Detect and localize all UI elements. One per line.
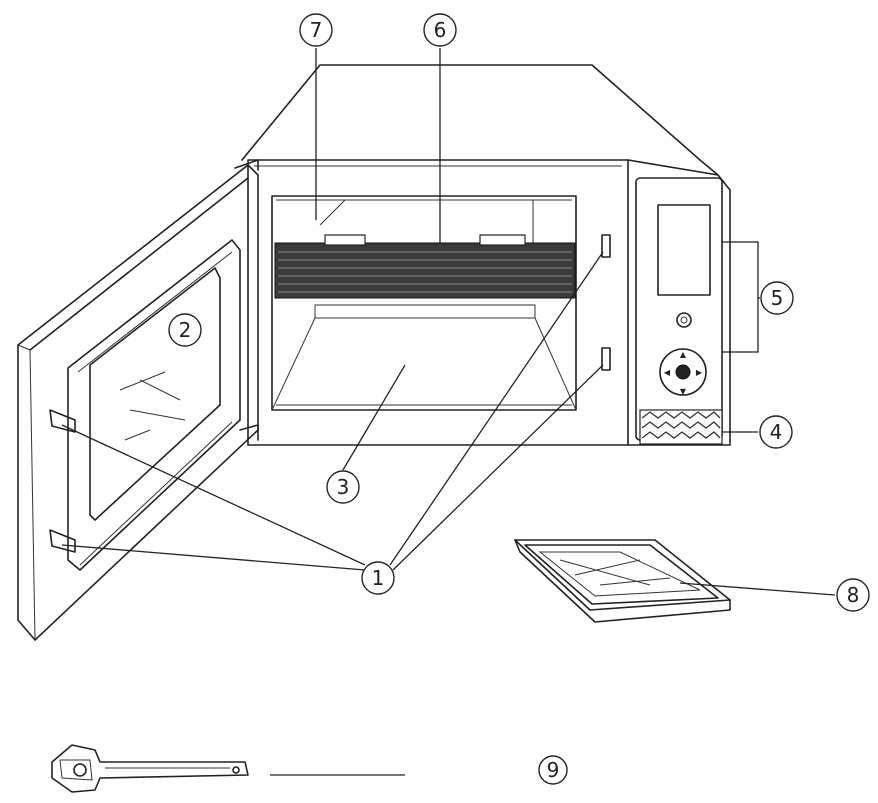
callout-1-label: 1 [372,566,385,590]
callout-6: 6 [423,13,457,47]
oven-door [17,159,259,641]
callout-8: 8 [836,578,870,612]
callout-3-label: 3 [337,475,350,499]
callout-9-label: 9 [547,758,560,782]
callout-7-label: 7 [310,18,323,42]
leader-lines [61,48,836,776]
callout-7: 7 [299,13,333,47]
svg-text:▼: ▼ [680,387,687,396]
callout-6-label: 6 [434,18,447,42]
latch-holes [601,234,611,371]
callout-8-label: 8 [847,583,860,607]
callout-2: 2 [168,313,202,347]
callout-3: 3 [326,470,360,504]
oven-front [247,159,629,446]
callout-4: 4 [759,415,793,449]
control-panel: ▲ ▼ ◀ ▶ [627,159,731,446]
oven-top [241,64,719,176]
callout-2-label: 2 [179,318,192,342]
callout-5-label: 5 [771,286,784,310]
callout-4-label: 4 [770,420,783,444]
callout-5: 5 [760,281,794,315]
oven-cavity [271,195,577,411]
cooking-tray [514,539,731,623]
grill-heater [274,234,576,299]
svg-text:▲: ▲ [680,350,687,359]
callout-9: 9 [538,755,568,785]
svg-text:◀: ◀ [664,368,671,377]
accessory-tool [51,744,249,793]
svg-text:▶: ▶ [696,368,703,377]
callout-1: 1 [361,561,395,595]
